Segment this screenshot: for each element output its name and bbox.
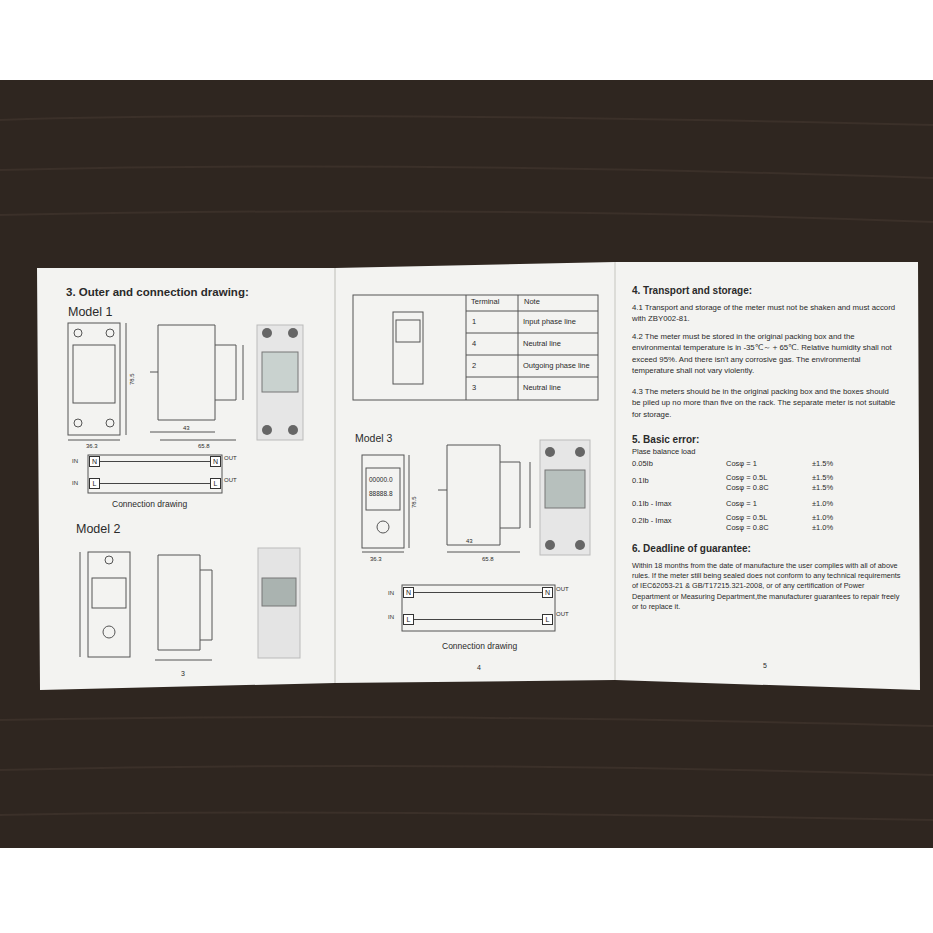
table-cell: ±1.0% (812, 524, 833, 533)
table-cell: Cosφ = 1 (726, 460, 757, 469)
caption-text: Connection drawing (442, 642, 517, 652)
table-cell: 0.1Ib - Imax (632, 500, 672, 509)
dimension: 43 (466, 538, 473, 545)
table-cell: ±1.5% (812, 484, 833, 493)
terminal-letter: L (93, 480, 97, 487)
dimension: 78.5 (411, 496, 418, 508)
table-cell: 0.2Ib - Imax (632, 517, 672, 526)
label-text: Plase balance load (632, 448, 695, 457)
section-heading: 5. Basic error: (632, 434, 699, 446)
terminal-letter: N (406, 589, 411, 596)
table-cell: Input phase line (523, 318, 576, 327)
dimension: 65.8 (198, 443, 210, 450)
terminal-box: L (210, 478, 221, 489)
table-cell: 0.05Ib (632, 460, 653, 469)
dimension: 36.3 (370, 556, 382, 563)
table-cell: Neutral line (523, 340, 561, 349)
terminal-letter: N (92, 458, 97, 465)
model-heading: Model 2 (76, 522, 120, 536)
paragraph: 4.3 The meters should be in the original… (632, 386, 898, 420)
terminal-label: IN (388, 614, 394, 621)
dimension: 65.8 (482, 556, 494, 563)
dimension: 43 (183, 425, 190, 432)
table-cell: ±1.0% (812, 500, 833, 509)
terminal-box: L (403, 614, 414, 625)
terminal-box: N (89, 456, 100, 467)
terminal-letter: L (407, 616, 411, 623)
wire (100, 461, 210, 462)
terminal-letter: N (545, 589, 550, 596)
caption-text: Connection drawing (112, 500, 187, 510)
terminal-letter: L (214, 480, 218, 487)
model-heading: Model 1 (68, 305, 112, 319)
terminal-label: OUT (556, 586, 569, 593)
table-cell: 1 (472, 318, 476, 327)
table-cell: Cosφ = 0.8C (726, 484, 769, 493)
table-cell: 3 (472, 384, 476, 393)
terminal-box: N (210, 456, 221, 467)
page-number: 3 (181, 670, 185, 678)
page-number: 4 (477, 664, 481, 672)
section-heading: 6. Deadline of guarantee: (632, 543, 751, 555)
table-cell: Neutral line (523, 384, 561, 393)
terminal-label: OUT (224, 477, 237, 484)
table-cell: Terminal (471, 298, 499, 307)
table-cell: Cosφ = 0.8C (726, 524, 769, 533)
section-heading: 3. Outer and connection drawing: (66, 286, 249, 299)
table-cell: ±1.0% (812, 514, 833, 523)
table-cell: Note (524, 298, 540, 307)
terminal-label: IN (72, 458, 78, 465)
paragraph: 4.1 Transport and storage of the meter m… (632, 302, 898, 325)
table-cell: Outgoing phase line (523, 362, 590, 371)
table-cell: Cosφ = 0.5L (726, 514, 767, 523)
table-cell: 2 (472, 362, 476, 371)
wire (414, 592, 542, 593)
terminal-label: OUT (224, 455, 237, 462)
terminal-letter: L (546, 616, 550, 623)
terminal-label: IN (72, 480, 78, 487)
paragraph: 4.2 The meter must be stored in the orig… (632, 331, 898, 376)
paragraph: Within 18 months from the date of manufa… (632, 561, 902, 612)
terminal-letter: N (213, 458, 218, 465)
dimension: 36.3 (86, 443, 98, 450)
terminal-box: N (542, 587, 553, 598)
terminal-label: OUT (556, 611, 569, 618)
terminal-box: N (403, 587, 414, 598)
table-cell: 0.1Ib (632, 477, 649, 486)
terminal-box: L (542, 614, 553, 625)
dimension: 78.5 (129, 373, 136, 385)
model-heading: Model 3 (355, 432, 392, 444)
table-cell: 4 (472, 340, 476, 349)
table-cell: Cosφ = 0.5L (726, 474, 767, 483)
display-digits: 88888.8 (369, 490, 393, 497)
section-heading: 4. Transport and storage: (632, 285, 752, 297)
wire (414, 619, 542, 620)
table-cell: ±1.5% (812, 474, 833, 483)
terminal-box: L (89, 478, 100, 489)
table-cell: ±1.5% (812, 460, 833, 469)
table-cell: Cosφ = 1 (726, 500, 757, 509)
terminal-label: IN (388, 590, 394, 597)
page-number: 5 (763, 662, 767, 670)
wire (100, 483, 210, 484)
display-digits: 00000.0 (369, 476, 393, 483)
